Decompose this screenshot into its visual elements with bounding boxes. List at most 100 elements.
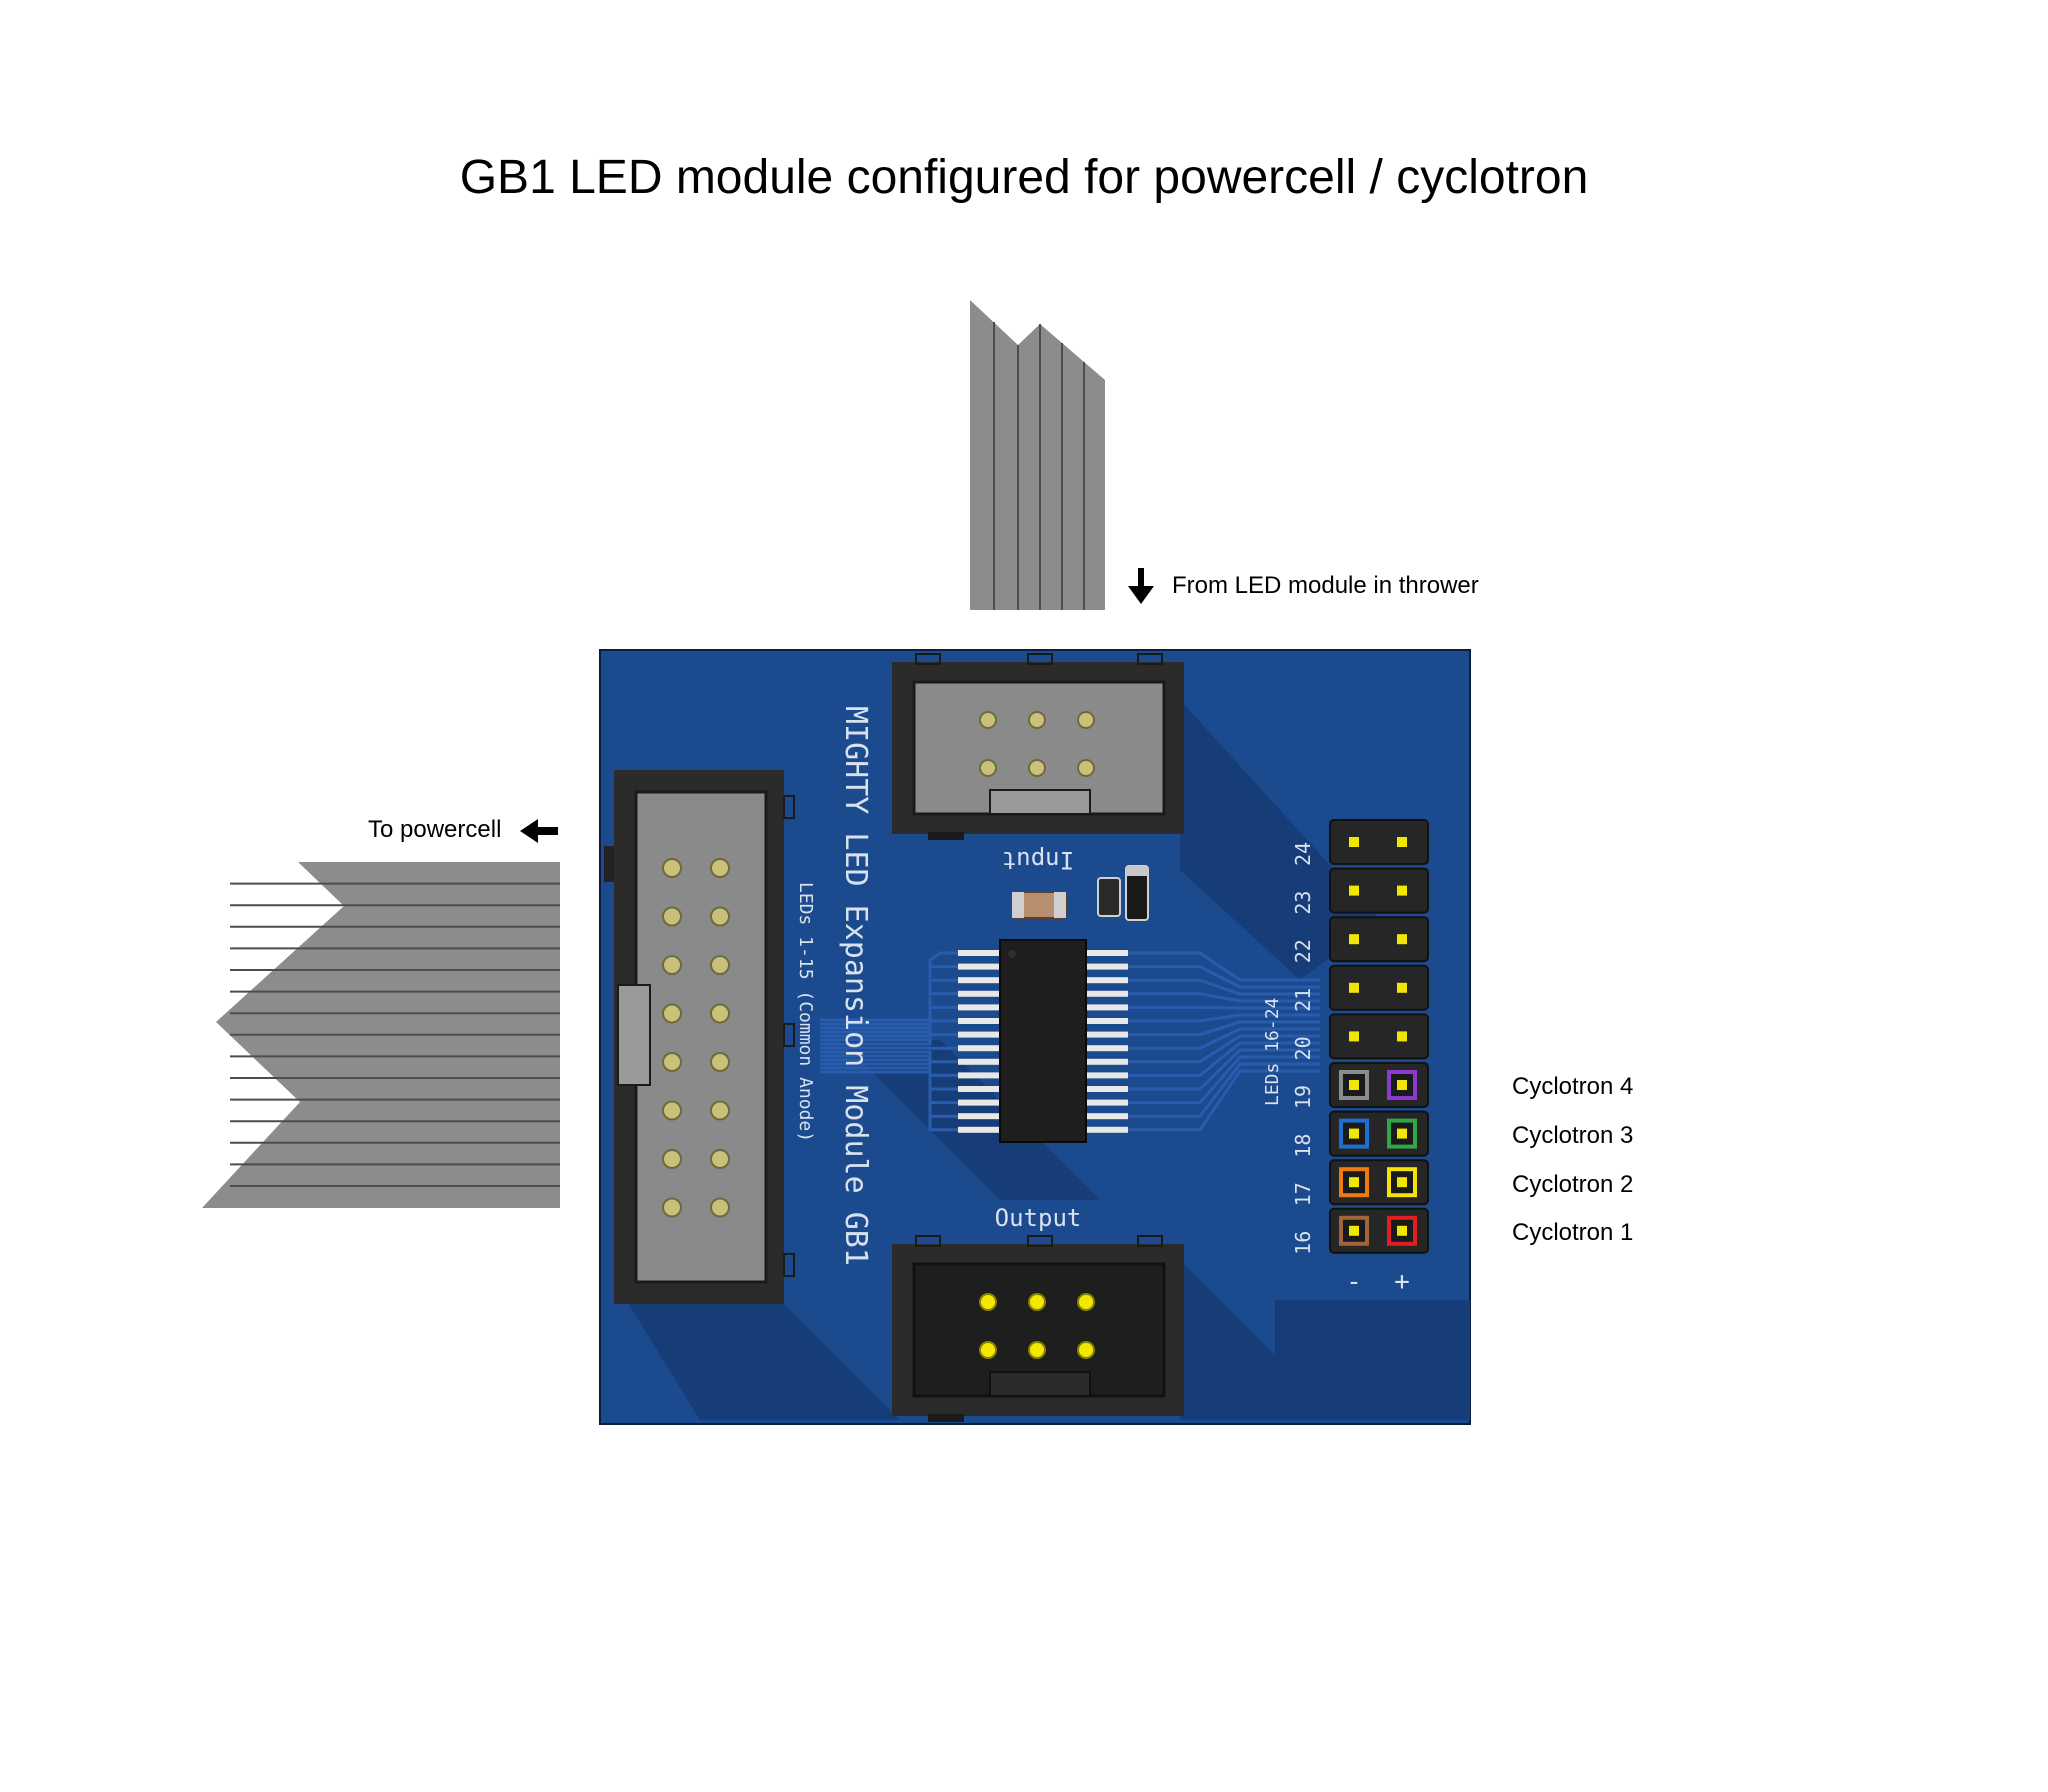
pin-number-19: 19 [1291, 1085, 1315, 1109]
pin-number-22: 22 [1291, 939, 1315, 963]
pcb-trace [1128, 1013, 1320, 1023]
header-pad [1349, 934, 1359, 945]
cyclotron-2-label: Cyclotron 2 [1512, 1171, 1633, 1198]
ic-lead [1086, 1113, 1128, 1120]
ic-lead [958, 977, 1000, 984]
output-pin [979, 1341, 997, 1359]
left-header-label: LEDs 1-15 (Common Anode) [795, 882, 816, 1142]
pin-number-18: 18 [1291, 1134, 1315, 1158]
header-pin [662, 955, 682, 975]
ic-lead [1086, 1004, 1128, 1011]
header-pin [662, 1052, 682, 1072]
diode-component [1125, 865, 1149, 921]
output-pin [1077, 1341, 1095, 1359]
header-pad [1349, 1031, 1359, 1042]
right-header-label: LEDs 16-24 [1262, 998, 1283, 1106]
ic-lead [1086, 950, 1128, 956]
pin-header-row [1329, 964, 1429, 1011]
input-pin [1028, 711, 1046, 729]
header-pin [710, 1100, 730, 1121]
ic-lead [1086, 1031, 1128, 1038]
ic-lead [1086, 1018, 1128, 1024]
pin-number-17: 17 [1291, 1182, 1315, 1206]
output-ribbon-cable [202, 862, 560, 1208]
ic-lead [1086, 1072, 1128, 1079]
ic-lead [958, 1045, 1000, 1052]
ic-chip [958, 939, 1128, 1143]
header-pad [1349, 1080, 1359, 1090]
cyclotron-1-label: Cyclotron 1 [1512, 1219, 1633, 1246]
ic-lead [958, 1058, 1000, 1065]
to-powercell-label: To powercell [368, 816, 501, 843]
left-arrow-icon [520, 819, 558, 843]
pcb-trace [820, 978, 958, 1030]
right-pin-header [1329, 819, 1429, 1254]
pcb-trace [820, 1033, 958, 1046]
pcb-trace [1128, 1069, 1320, 1132]
header-pad [1397, 885, 1407, 896]
board-name-label: MIGHTY LED Expansion Module GB1 [838, 706, 873, 1266]
pin-header-row [1329, 1013, 1429, 1060]
ic-lead [1086, 977, 1128, 984]
pcb-traces [820, 951, 1320, 1132]
header-pad [1349, 1128, 1359, 1139]
pcb-trace [1128, 1034, 1320, 1064]
from-thrower-label: From LED module in thrower [1172, 572, 1479, 599]
input-pin [1028, 759, 1046, 777]
ic-lead [958, 950, 1000, 956]
header-pin [710, 1197, 730, 1218]
input-header [892, 653, 1184, 840]
pcb-trace [1128, 1005, 1320, 1010]
pin-number-21: 21 [1291, 988, 1315, 1012]
jumper-wire-end [1339, 1070, 1369, 1100]
header-pin [662, 1100, 682, 1121]
ic-lead [1086, 1086, 1128, 1092]
header-pad [1349, 837, 1359, 847]
header-pad [1397, 934, 1407, 945]
pcb-trace [1128, 992, 1320, 1003]
header-pad [1349, 885, 1359, 896]
header-pin [662, 1197, 682, 1218]
ic-lead [958, 1018, 1000, 1024]
header-pad [1349, 982, 1359, 993]
header-pad [1349, 1177, 1359, 1188]
ic-lead [958, 963, 1000, 970]
header-pad [1397, 982, 1407, 993]
ic-lead [1086, 1058, 1128, 1065]
pin-header-row [1329, 916, 1429, 963]
ic-lead [958, 1126, 1000, 1133]
plus-label: + [1394, 1267, 1410, 1297]
pcb-trace [820, 951, 958, 1022]
pcb-trace [820, 1019, 958, 1042]
input-pin [979, 711, 997, 729]
header-pad [1397, 1177, 1407, 1188]
pcb-trace [1128, 1041, 1320, 1077]
header-pin [710, 858, 730, 878]
header-pin [710, 1052, 730, 1072]
pin-header-row [1329, 867, 1429, 914]
pcb-trace [820, 1005, 958, 1038]
header-pin [662, 1003, 682, 1024]
input-pin [979, 759, 997, 777]
pcb-trace [1128, 1055, 1320, 1105]
pcb-trace [1128, 1048, 1320, 1091]
pcb-trace [1128, 978, 1320, 996]
header-pad [1349, 1225, 1359, 1236]
ic-lead [958, 990, 1000, 997]
pin-number-24: 24 [1291, 842, 1315, 866]
ic-lead [1086, 1099, 1128, 1106]
pcb-trace [1128, 951, 1320, 982]
header-pin [710, 1149, 730, 1169]
minus-label: - [1346, 1267, 1362, 1297]
output-pin [1028, 1293, 1046, 1311]
output-header [892, 1235, 1184, 1422]
pcb-trace [1128, 1027, 1320, 1050]
header-pad [1397, 1225, 1407, 1236]
pin-header-row [1329, 819, 1429, 865]
ic-lead [958, 1031, 1000, 1038]
header-pin [662, 1149, 682, 1169]
ic-lead [1086, 990, 1128, 997]
header-pad [1397, 1080, 1407, 1090]
ic-lead [958, 1072, 1000, 1079]
